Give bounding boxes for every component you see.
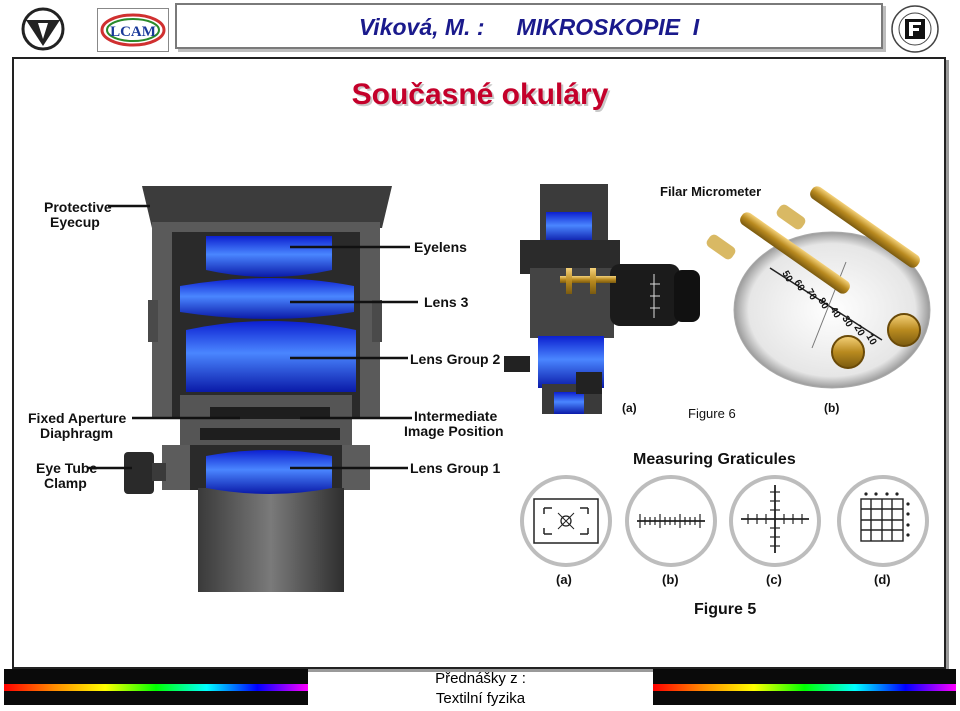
label-fixed-aperture-2: Diaphragm [40, 425, 113, 441]
scale-mark: 70 [803, 287, 818, 303]
label-eye-tube-2: Clamp [44, 475, 87, 491]
lcam-logo: LCAM [97, 8, 169, 52]
lcam-logo-icon: LCAM [100, 13, 166, 47]
graticule-a [520, 475, 612, 567]
graticule-c [729, 475, 821, 567]
graticule-b [625, 475, 717, 567]
label-lens-group-2: Lens Group 2 [410, 351, 500, 367]
dial-scale: 50 60 70 80 40 30 20 10 [779, 269, 878, 348]
scale-mark: 60 [791, 278, 806, 294]
scale-mark: 20 [851, 323, 866, 339]
eyepiece-leader-lines [88, 204, 418, 470]
university-logo-icon [21, 7, 65, 51]
footer-line-2: Textilní fyzika [435, 690, 526, 707]
label-intermediate-2: Image Position [404, 423, 504, 439]
scale-mark: 80 [815, 296, 830, 312]
header-title: Viková, M. : MIKROSKOPIE I [358, 14, 700, 40]
footer-rainbow-bar-right [653, 669, 956, 705]
label-lens-group-1: Lens Group 1 [410, 460, 500, 476]
eyepiece-cross-section [124, 186, 392, 592]
figure6-panel-b: (b) [824, 401, 839, 415]
scale-mark: 50 [779, 269, 794, 285]
graticules-title: Measuring Graticules [633, 451, 796, 468]
scale-mark: 10 [863, 332, 878, 348]
label-intermediate-1: Intermediate [414, 408, 497, 424]
lcam-logo-text: LCAM [110, 24, 156, 40]
label-protective-eyecup-1: Protective [44, 199, 112, 215]
slide-title: Současné okuláry [351, 78, 609, 111]
label-eye-tube-1: Eye Tube [36, 460, 97, 476]
label-fixed-aperture-1: Fixed Aperture [28, 410, 126, 426]
label-eyelens: Eyelens [414, 239, 467, 255]
figure5-caption: Figure 5 [694, 601, 756, 618]
header-bar: Viková, M. : MIKROSKOPIE I [175, 3, 883, 49]
scale-mark: 40 [827, 305, 842, 321]
label-protective-eyecup-2: Eyecup [50, 214, 100, 230]
footer-text: Přednášky z : Textilní fyzika [308, 669, 653, 709]
figure6-panel-a: (a) [622, 401, 637, 415]
graticules-figure: Measuring Graticules [520, 451, 929, 618]
graticule-d [837, 475, 929, 567]
scale-mark: 30 [839, 314, 854, 330]
filar-micrometer-figure: 50 60 70 80 40 30 20 10 Filar Micrometer… [504, 184, 931, 421]
figure6-caption: Figure 6 [688, 406, 736, 421]
filar-micrometer-title: Filar Micrometer [660, 184, 761, 199]
footer-rainbow-bar-left [4, 669, 308, 705]
graticule-label-c: (c) [766, 572, 782, 587]
graticule-label-b: (b) [662, 572, 679, 587]
faculty-seal-icon [891, 5, 939, 53]
label-lens-3: Lens 3 [424, 294, 469, 310]
graticule-label-d: (d) [874, 572, 891, 587]
footer-line-1: Přednášky z : [435, 670, 526, 687]
graticule-label-a: (a) [556, 572, 572, 587]
micrometer-screws [706, 186, 921, 369]
